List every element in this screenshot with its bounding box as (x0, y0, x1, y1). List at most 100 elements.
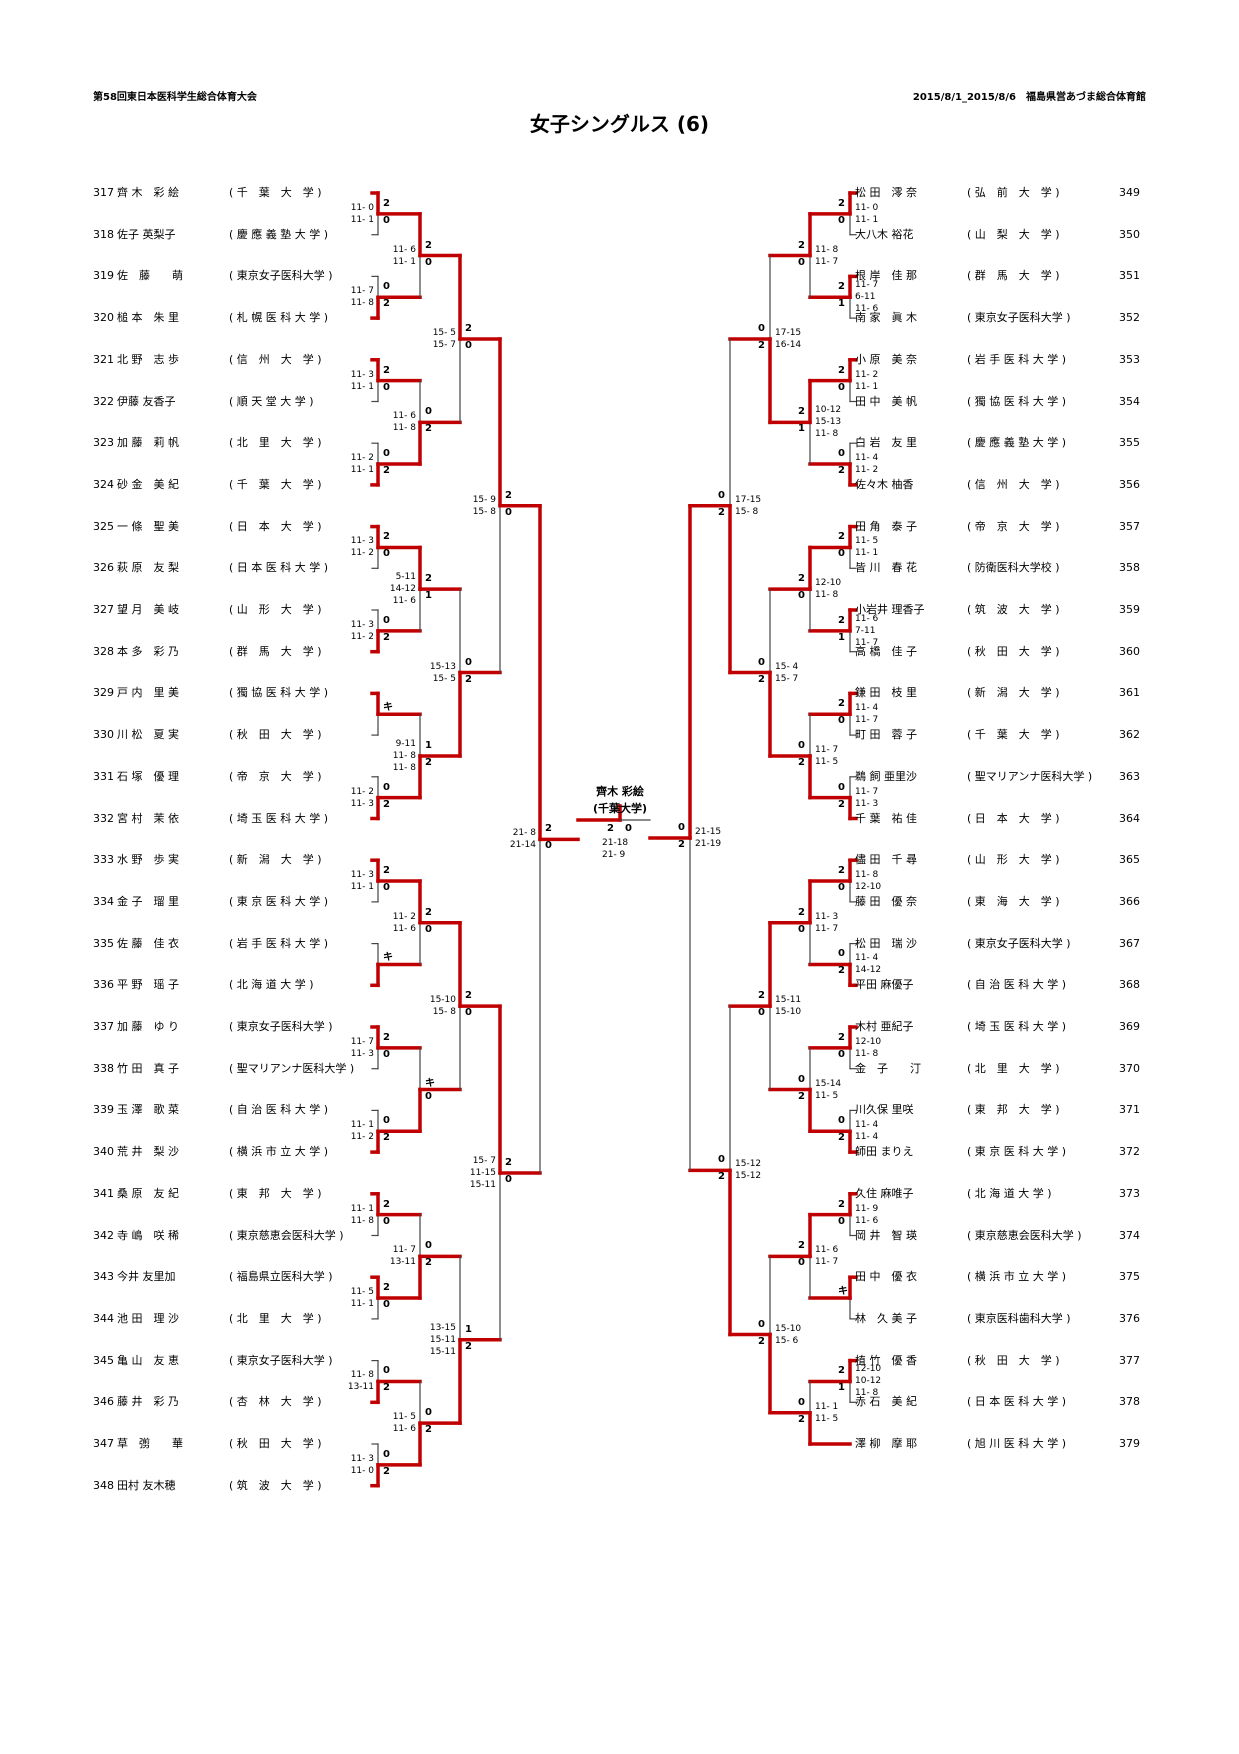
player-name: 高 橋 佳 子 (855, 644, 917, 658)
game-scores: 11- 0 11- 1 (855, 202, 879, 225)
player-entry: 田 角 泰 子( 帝 京 大 学 )357 (855, 520, 1143, 534)
champion-name: 齊木 彩絵 (596, 785, 644, 798)
match-wins-top: 0 (383, 448, 390, 460)
game-scores: 11- 2 11- 3 (350, 786, 374, 809)
player-name: 宮 村 茉 依 (117, 811, 179, 825)
game-scores: 17-15 16-14 (775, 327, 802, 350)
match-wins-top: 2 (838, 865, 845, 877)
match-wins-top: 0 (838, 781, 845, 793)
event-name: 第58回東日本医科学生総合体育大会 (93, 92, 257, 103)
player-school: ( 群 馬 大 学 ) (229, 644, 322, 658)
player-name: 戸 内 里 美 (117, 686, 179, 700)
game-scores: 12-10 10-12 11- 8 (855, 1364, 882, 1399)
player-name: 松 田 澪 奈 (855, 186, 917, 199)
player-school: ( 杏 林 大 学 ) (229, 1395, 322, 1409)
game-scores: 11- 5 11- 6 (392, 1412, 416, 1435)
game-scores: 11- 3 11- 7 (815, 911, 839, 934)
match-wins-top: 0 (758, 656, 765, 668)
match-wins-top: 0 (798, 1073, 805, 1085)
match-wins-top: 2 (798, 406, 805, 418)
match-wins-bottom: 2 (718, 1171, 725, 1183)
player-school: ( 秋 田 大 学 ) (229, 1437, 322, 1450)
player-name: 槌 本 朱 里 (117, 311, 179, 325)
match-wins-top: 0 (425, 1240, 432, 1252)
player-number: 356 (1119, 477, 1140, 491)
game-scores: 11- 2 11- 1 (350, 453, 374, 476)
game-scores: 15-10 15- 6 (775, 1323, 802, 1346)
game-scores: 11- 1 11- 8 (350, 1203, 374, 1226)
player-name: 大八木 裕花 (855, 227, 914, 241)
player-school: ( 帝 京 大 学 ) (967, 519, 1060, 533)
match-wins-bottom: 2 (758, 339, 765, 351)
player-number: 333 (93, 853, 114, 867)
game-scores: 12-10 11- 8 (855, 1036, 882, 1059)
match-wins-top: 0 (383, 1115, 390, 1127)
match-wins-top: 2 (383, 364, 390, 376)
match-wins-bottom: 2 (798, 1413, 805, 1425)
player-name: 木村 亜紀子 (855, 1020, 914, 1033)
match-wins-top: 0 (383, 614, 390, 626)
champion-box: 齊木 彩絵 (千葉大学) (575, 783, 665, 817)
game-scores: 15- 9 15- 8 (472, 494, 496, 517)
player-school: ( 山 形 大 学 ) (229, 603, 322, 616)
match-wins-top: キ (425, 1077, 435, 1089)
player-school: ( 聖マリアンナ医科大学 ) (229, 1061, 355, 1075)
match-wins-top: 2 (798, 239, 805, 251)
match-wins-top: 2 (838, 1198, 845, 1210)
game-scores: 11- 5 11- 1 (855, 536, 879, 559)
player-number: 378 (1119, 1395, 1140, 1409)
player-school: ( 信 州 大 学 ) (967, 477, 1060, 491)
player-number: 369 (1119, 1020, 1140, 1033)
match-wins-bottom: 1 (425, 590, 432, 602)
final-wins-right: 0 (625, 823, 632, 834)
player-number: 373 (1119, 1186, 1140, 1200)
player-school: ( 秋 田 大 学 ) (967, 1353, 1060, 1367)
match-wins-top: 2 (838, 197, 845, 209)
match-wins-top: 2 (838, 614, 845, 626)
game-scores: 17-15 15- 8 (735, 494, 762, 517)
player-school: ( 弘 前 大 学 ) (967, 186, 1060, 199)
player-name: 鎌 田 枝 里 (855, 686, 917, 700)
match-wins-top: 1 (465, 1323, 472, 1335)
player-school: ( 福島県立医科大学 ) (229, 1270, 333, 1284)
match-wins-top: 2 (838, 364, 845, 376)
game-scores: 11- 4 11- 2 (855, 453, 879, 476)
player-name: 松 田 瑞 沙 (855, 936, 917, 950)
player-school: ( 東京女子医科大学 ) (229, 1353, 333, 1367)
game-scores: 11- 3 11- 2 (350, 619, 374, 642)
game-scores: 21-15 21-19 (695, 827, 722, 850)
player-entry: 木村 亜紀子( 埼 玉 医 科 大 学 )369 (855, 1020, 1143, 1034)
player-name: 植 竹 優 香 (855, 1353, 917, 1367)
match-wins-top: 2 (465, 990, 472, 1002)
player-number: 366 (1119, 894, 1140, 908)
player-school: ( 東京女子医科大学 ) (967, 311, 1071, 325)
player-school: ( 東京医科歯科大学 ) (967, 1311, 1071, 1325)
player-entry: 金 子 汀( 北 里 大 学 )370 (855, 1062, 1143, 1076)
game-scores: 9-11 11- 8 11- 8 (392, 738, 416, 773)
player-name: 砂 金 美 紀 (117, 477, 179, 491)
game-scores: 15-13 15- 5 (429, 661, 456, 684)
match-wins-bottom: 0 (838, 1048, 845, 1060)
player-school: ( 自 治 医 科 大 学 ) (967, 978, 1067, 992)
game-scores: 11- 8 12-10 (855, 870, 882, 893)
game-scores: 11- 4 11- 4 (855, 1120, 879, 1143)
player-school: ( 日 本 医 科 大 学 ) (229, 561, 329, 575)
match-wins-bottom: 0 (383, 381, 390, 393)
match-wins-bottom: 2 (798, 756, 805, 768)
player-name: 亀 山 友 恵 (117, 1353, 179, 1367)
game-scores: 5-11 14-12 11- 6 (389, 572, 416, 607)
player-number: 324 (93, 477, 114, 491)
match-wins-bottom: 0 (383, 1215, 390, 1227)
match-wins-top: 2 (758, 990, 765, 1002)
player-name: 金 子 汀 (855, 1061, 921, 1075)
match-wins-bottom: 0 (465, 1007, 472, 1019)
game-scores: 11- 6 7-11 11- 7 (855, 613, 879, 648)
game-scores: 11- 2 11- 1 (855, 369, 879, 392)
player-number: 376 (1119, 1311, 1140, 1325)
game-scores: 11- 3 11- 1 (350, 369, 374, 392)
match-wins-top: 0 (758, 322, 765, 334)
player-entry: 町 田 蓉 子( 千 葉 大 学 )362 (855, 728, 1143, 742)
